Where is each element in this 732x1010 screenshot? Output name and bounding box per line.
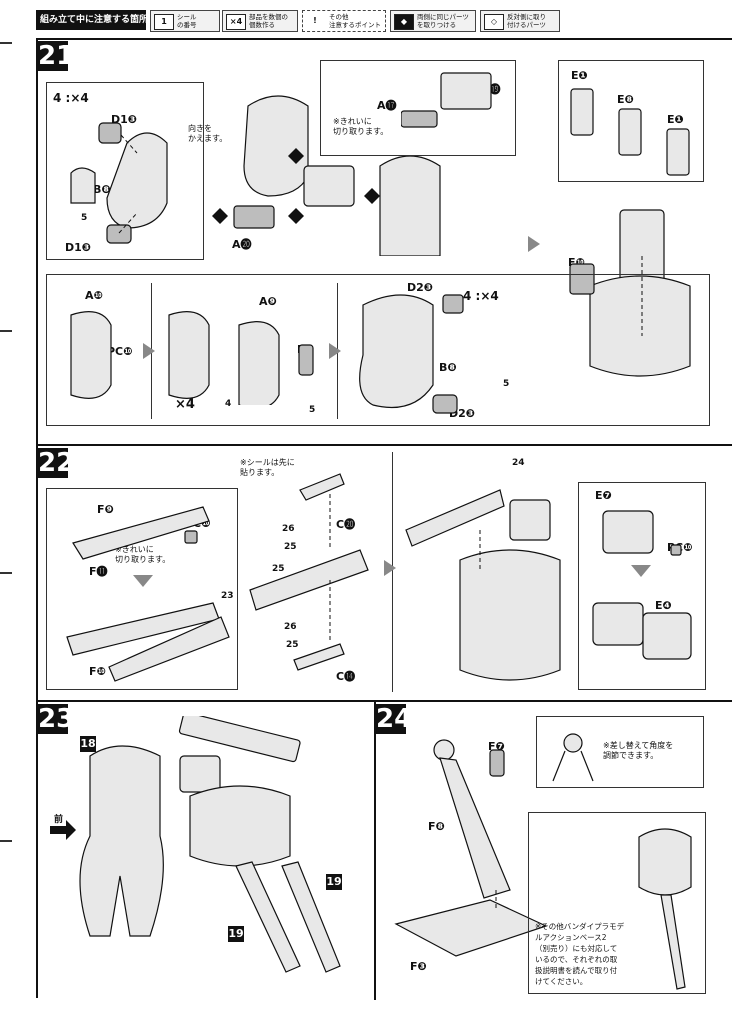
arrow-next <box>329 343 341 359</box>
note-clean-cut: ※きれいに 切り取ります。 <box>333 117 389 136</box>
legend-bar: 組み立て中に注意する箇所 1 シール の番号 ×4 部品を数個の 個数作る ! … <box>0 0 732 38</box>
sticker-label-26b: 26 <box>284 622 297 632</box>
part-label-b8-lower: B❽ <box>439 361 457 374</box>
step21-subassembly-d1: 4 :×4 D1❸ B❽ 5 D1❸ <box>46 82 204 260</box>
sticker-label-26: 26 <box>282 524 295 534</box>
illustration-joint <box>552 733 594 782</box>
opposite-side-icon: ◇ <box>484 14 504 30</box>
note-clean-cut: ※きれいに 切り取ります。 <box>115 545 171 564</box>
illustration-display-stand <box>394 739 548 957</box>
both-sides-icon: ◆ <box>394 14 414 30</box>
legend-sticker-number: 1 シール の番号 <box>150 10 220 32</box>
step-reference-18: 18 <box>80 736 96 752</box>
illustration-e-parts <box>570 88 690 176</box>
step-reference-19-b: 19 <box>228 926 244 942</box>
part-label-e1: E❶ <box>571 69 588 82</box>
step22-weapon-detail: F❾ PC❿ ※きれいに 切り取ります。 F⓫ 23 F❿ <box>46 488 238 690</box>
illustration-weapon-assembly <box>249 473 369 671</box>
sticker-label-4: 4 <box>225 399 232 409</box>
step24-angle-detail: ※差し替えて角度を 調節できます。 <box>536 716 704 788</box>
step-number-22: 22 <box>38 448 75 478</box>
quantity-icon: ×4 <box>226 14 246 30</box>
part-label-c20: C⓴ <box>336 518 356 531</box>
note-angle-adjust: ※差し替えて角度を 調節できます。 <box>603 741 674 760</box>
sticker-label-25c: 25 <box>286 640 299 650</box>
illustration-leg-cover <box>70 122 168 244</box>
illustration-weapon-on-backpack <box>405 489 561 681</box>
part-label-a9: A❾ <box>259 295 277 308</box>
edge-mark <box>0 572 12 574</box>
arrow-down <box>631 565 651 577</box>
illustration-leg-block <box>359 294 464 414</box>
step21-detail-a17-a19: A⓱ A⓳ ※きれいに 切り取ります。 <box>320 60 516 156</box>
quantity-x4: ×4 <box>175 397 195 412</box>
top-border <box>36 38 732 40</box>
part-label-e1-right: E❶ <box>667 113 684 126</box>
count-label-lower: 4 :×4 <box>463 289 499 303</box>
part-label-e4: E❹ <box>655 599 672 612</box>
sticker-label-5: 5 <box>81 213 88 223</box>
note-turn: 向きを かえます。 <box>188 124 228 143</box>
divider-22-23 <box>36 700 732 702</box>
illustration-weapon-parts <box>66 506 230 682</box>
front-label: 前 <box>54 815 64 825</box>
legend-quantity: ×4 部品を数個の 個数作る <box>222 10 298 32</box>
legend-title: 組み立て中に注意する箇所 <box>36 10 148 30</box>
sticker-label-5: 5 <box>309 405 316 415</box>
part-label-f8: F❽ <box>428 820 445 833</box>
step-number-21: 21 <box>38 41 75 71</box>
edge-mark <box>0 42 12 44</box>
sticker-label-24: 24 <box>512 458 525 468</box>
divider-23-24 <box>374 700 376 1000</box>
arrow-down <box>133 575 153 587</box>
part-label-c14: C⓮ <box>336 670 356 683</box>
illustration-step21-result <box>569 209 691 377</box>
illustration-e-box <box>592 510 692 660</box>
sticker-label-25: 25 <box>284 542 297 552</box>
step21-detail-e-parts: E❶ E❽ E❶ <box>558 60 704 182</box>
illustration-robot-assembly <box>50 716 341 973</box>
illustration-a9 <box>168 311 314 405</box>
divider-21-22 <box>36 444 732 446</box>
arrow-next <box>528 236 540 252</box>
sticker-label-25b: 25 <box>272 564 285 574</box>
arrow-next <box>143 343 155 359</box>
sticker-icon: 1 <box>154 14 174 30</box>
part-label-f9: F❾ <box>97 503 114 516</box>
part-label-e8: E❽ <box>617 93 634 106</box>
left-border <box>36 38 38 998</box>
illustration-detail-parts <box>401 72 492 128</box>
part-label-a20: A⓴ <box>232 238 252 251</box>
edge-mark <box>0 330 12 332</box>
note-action-base: ※その他バンダイプラモデ ルアクションベース2 （別売り）にも対応して いるので… <box>535 922 625 986</box>
part-label-pc10: PC❿ <box>107 345 133 358</box>
edge-mark <box>0 840 12 842</box>
illustration-a10 <box>70 311 112 399</box>
part-label-b8: B❽ <box>93 183 111 196</box>
part-label-e7: E❼ <box>595 489 612 502</box>
count-label: 4 :×4 <box>53 91 89 105</box>
sticker-label-5-lower: 5 <box>503 379 510 389</box>
legend-opposite-side: ◇ 反対側に取り 付けるパーツ <box>480 10 560 32</box>
part-label-a10: A❿ <box>85 289 103 302</box>
part-label-a17: A⓱ <box>377 99 397 112</box>
step-reference-19: 19 <box>326 874 342 890</box>
caution-icon: ! <box>306 14 324 28</box>
step22-detail-e7-e4: E❼ PC❿ E❹ <box>578 482 706 690</box>
part-label-d2: D2❸ <box>407 281 434 294</box>
note-sticker-first: ※シールは先に 貼ります。 <box>240 458 295 477</box>
sticker-label-23: 23 <box>221 591 234 601</box>
step21-sub-steps: A❿ PC❿ A❾ E❾ ×4 4 5 D2❸ 4 :×4 B❽ 5 D2❸ <box>46 274 710 426</box>
part-label-f11: F⓫ <box>89 565 108 578</box>
legend-caution: ! その他 注意するポイント <box>302 10 386 32</box>
illustration-robot-on-base <box>638 828 692 990</box>
illustration-hip-assembly <box>212 95 441 256</box>
step24-action-base-note: ※その他バンダイプラモデ ルアクションベース2 （別売り）にも対応して いるので… <box>528 812 706 994</box>
part-label-f3: F❸ <box>410 960 427 973</box>
legend-both-sides: ◆ 両側に同じパーツ を取りつける <box>390 10 476 32</box>
arrow-next <box>384 560 396 576</box>
part-label-d1-lower: D1❸ <box>65 241 92 254</box>
step-number-24: 24 <box>376 704 413 734</box>
part-label-f10: F❿ <box>89 665 106 678</box>
